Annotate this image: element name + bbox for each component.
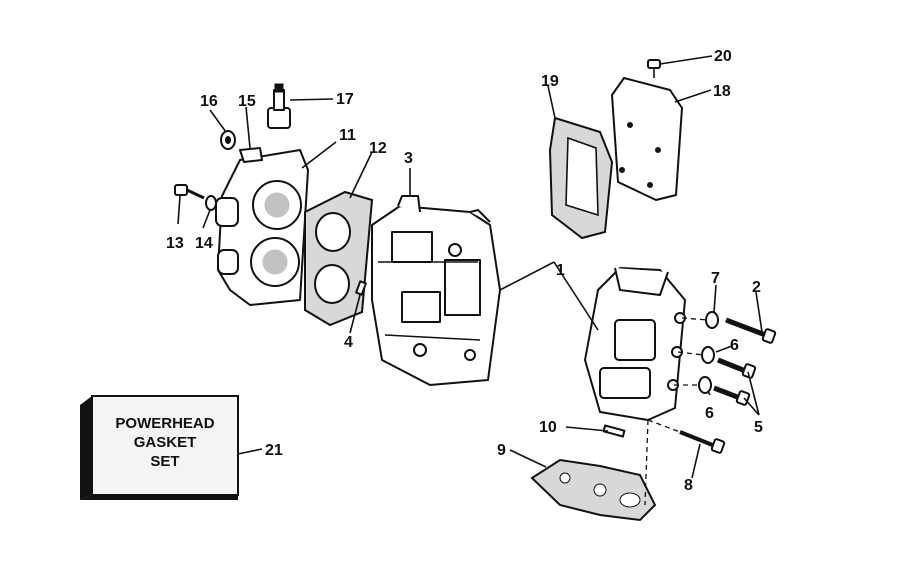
cylinder-block (371, 195, 501, 386)
washer-7 (705, 311, 719, 329)
callout-13: 13 (166, 235, 184, 252)
bolt-8 (679, 430, 726, 454)
dowel-pin (355, 280, 367, 296)
cylinder-head (215, 149, 309, 306)
callout-4: 4 (344, 334, 353, 351)
gasket-set-box: POWERHEAD GASKET SET (80, 395, 239, 500)
callout-17: 17 (336, 91, 354, 108)
callout-7: 7 (711, 270, 720, 287)
head-bolt (174, 184, 205, 200)
leader-lines (177, 55, 763, 479)
callout-19: 19 (541, 73, 559, 90)
bypass-cover-gasket (548, 116, 614, 240)
callout-5: 5 (754, 419, 763, 436)
callout-10: 10 (539, 419, 557, 436)
cover-screw (647, 59, 661, 78)
callout-20: 20 (714, 48, 732, 65)
callout-14: 14 (195, 235, 213, 252)
crankcase-cover (584, 267, 686, 421)
spark-plug (267, 83, 291, 129)
callout-3: 3 (404, 150, 413, 167)
plug-clip (239, 147, 263, 163)
callout-6-lower: 6 (705, 405, 714, 422)
callout-8: 8 (684, 477, 693, 494)
callout-15: 15 (238, 93, 256, 110)
bolt-5-upper (717, 357, 757, 379)
callout-1: 1 (556, 262, 565, 279)
plug-washer (220, 130, 236, 150)
pin-10 (602, 424, 626, 438)
washer-6-upper (701, 346, 715, 364)
callout-9: 9 (497, 442, 506, 459)
bolt-2 (725, 317, 777, 344)
callout-labels: 1 2 3 4 5 6 6 7 8 9 10 11 12 13 14 15 16… (166, 48, 763, 494)
callout-18: 18 (713, 83, 731, 100)
box-label-line3: SET (150, 453, 179, 470)
box-label-line2: GASKET (134, 434, 197, 451)
callout-2: 2 (752, 279, 761, 296)
callout-21: 21 (265, 442, 283, 459)
bolt-washer (205, 195, 217, 211)
washer-6-lower (698, 376, 712, 394)
bypass-cover (611, 77, 683, 201)
bolt-5-lower (713, 385, 751, 406)
callout-6-upper: 6 (730, 337, 739, 354)
callout-12: 12 (369, 140, 387, 157)
callout-16: 16 (200, 93, 218, 110)
callout-11: 11 (339, 127, 356, 144)
crankcase-gasket (530, 458, 657, 522)
box-label-line1: POWERHEAD (115, 415, 214, 432)
head-gasket (304, 190, 374, 327)
